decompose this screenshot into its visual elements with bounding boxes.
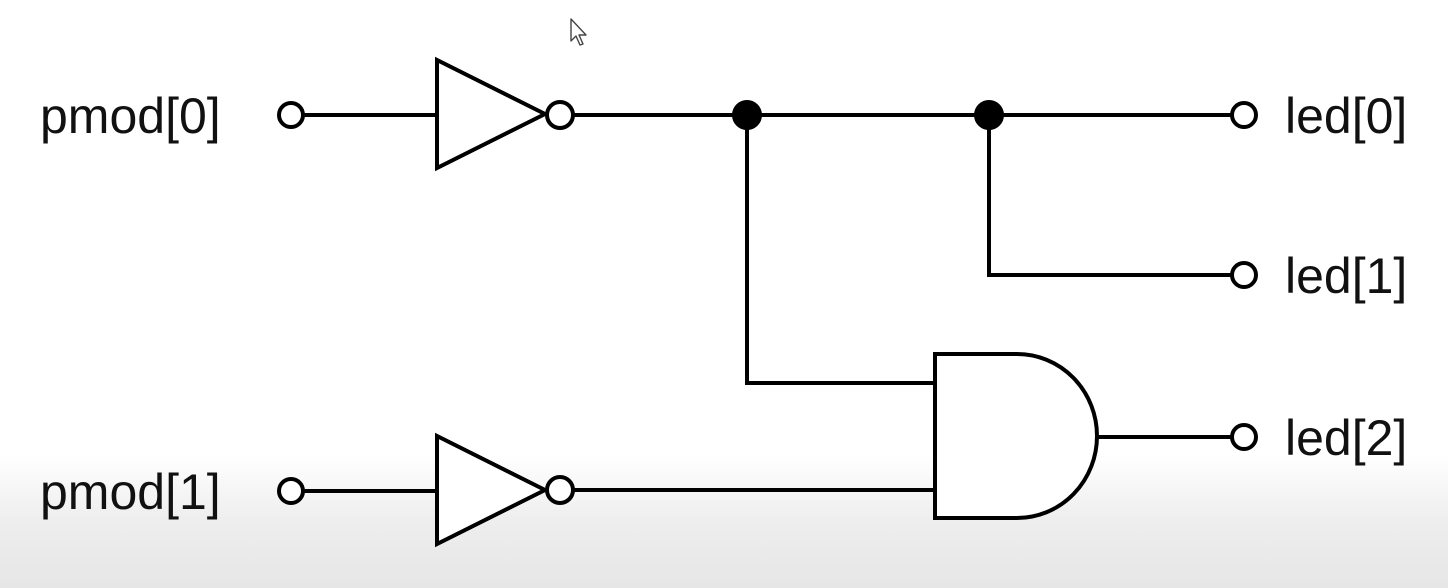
junction-dot-2 <box>974 100 1004 130</box>
terminal-led2 <box>1230 423 1258 451</box>
not-gate-1 <box>435 432 575 548</box>
terminal-led1 <box>1230 261 1258 289</box>
terminal-pmod0 <box>277 101 305 129</box>
wire-branch-to-and-in1 <box>745 113 937 385</box>
not-gate-0-body <box>435 56 550 172</box>
and-gate-body <box>933 352 1099 520</box>
label-pmod0: pmod[0] <box>40 88 221 144</box>
junction-dot-1 <box>732 100 762 130</box>
terminal-led0 <box>1230 101 1258 129</box>
label-led2: led[2] <box>1285 410 1407 466</box>
and-gate <box>933 352 1099 520</box>
not-gate-1-bubble <box>545 475 575 505</box>
label-led1: led[1] <box>1285 248 1407 304</box>
label-led0: led[0] <box>1285 88 1407 144</box>
not-gate-0 <box>435 56 575 172</box>
wires <box>302 113 1232 493</box>
not-gate-0-bubble <box>545 100 575 130</box>
label-pmod1: pmod[1] <box>40 464 221 520</box>
not-gate-1-body <box>435 432 550 548</box>
wire-branch-to-led1 <box>987 113 1232 277</box>
terminal-pmod1 <box>277 477 305 505</box>
mouse-pointer-icon <box>570 18 587 46</box>
